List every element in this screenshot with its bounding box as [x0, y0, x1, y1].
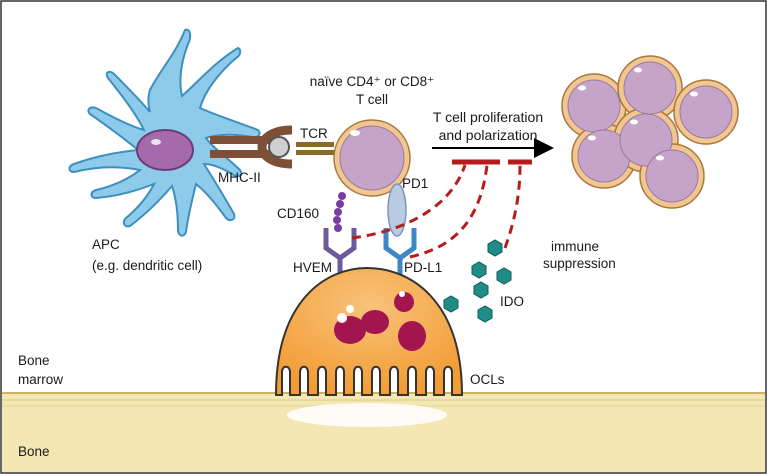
- mhc-ii-receptor: [210, 125, 293, 169]
- cd160-label: CD160: [277, 206, 319, 221]
- proliferation-label-line2: and polarization: [439, 127, 538, 143]
- ido-label: IDO: [500, 294, 524, 309]
- pd1-label: PD1: [402, 176, 428, 191]
- pd1-receptor: [387, 183, 407, 237]
- tcr-receptor: [296, 142, 334, 155]
- apc-cell: [68, 28, 261, 237]
- immune-suppression-label-line2: suppression: [543, 256, 616, 271]
- tcr-label: TCR: [300, 126, 328, 141]
- t-cell-label-line1: naïve CD4⁺ or CD8⁺: [310, 74, 435, 89]
- hvem-label: HVEM: [293, 260, 332, 275]
- immune-suppression-label-line1: immune: [551, 239, 599, 254]
- apc-label-line2: (e.g. dendritic cell): [92, 258, 202, 273]
- apc-label-line1: APC: [92, 237, 120, 252]
- bone-label: Bone: [18, 444, 50, 459]
- t-cell-cluster: [561, 55, 739, 209]
- t-cell: [333, 119, 411, 197]
- ido-molecules: [443, 239, 512, 323]
- pd-l1-label: PD-L1: [404, 260, 442, 275]
- bone-marrow-label-line1: Bone: [18, 353, 50, 368]
- inhibition-lines: [351, 164, 522, 259]
- cd160-receptor: [333, 192, 346, 232]
- ocls-label: OCLs: [470, 372, 505, 387]
- proliferation-label-line1: T cell proliferation: [433, 109, 543, 125]
- mhc-ii-label: MHC-II: [218, 170, 261, 185]
- bone-marrow-label-line2: marrow: [18, 372, 63, 387]
- osteoclast: [274, 266, 464, 427]
- t-cell-label-line2: T cell: [356, 92, 388, 107]
